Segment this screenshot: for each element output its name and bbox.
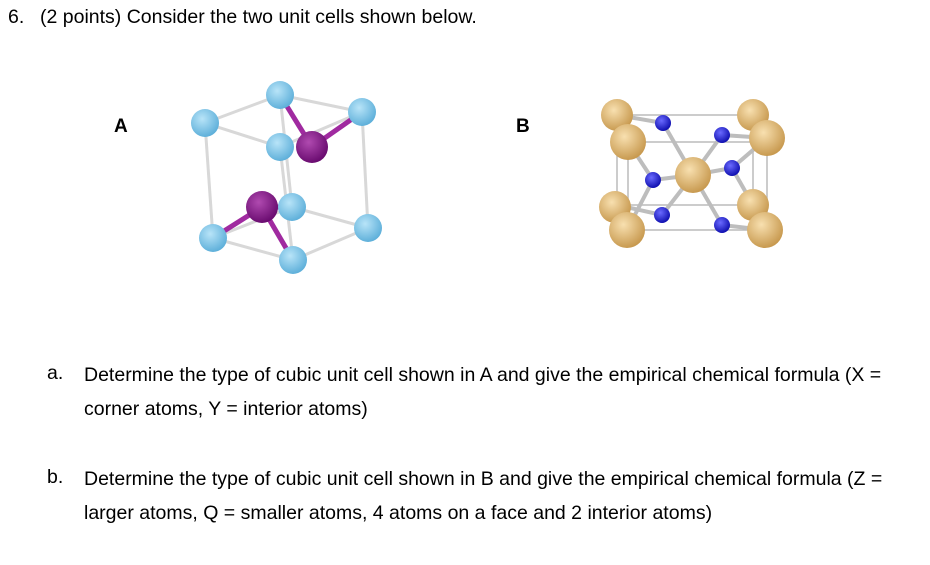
corner-atom bbox=[266, 81, 294, 109]
corner-atom bbox=[354, 214, 382, 242]
corner-atom bbox=[266, 133, 294, 161]
part-b-label: b. bbox=[47, 466, 64, 488]
large-atom bbox=[609, 212, 645, 248]
large-atom bbox=[747, 212, 783, 248]
large-atom bbox=[610, 124, 646, 160]
small-atom bbox=[724, 160, 740, 176]
interior-atom bbox=[246, 191, 278, 223]
question-text: (2 points) Consider the two unit cells s… bbox=[40, 6, 477, 28]
cell-edges-a bbox=[203, 93, 370, 262]
corner-atom bbox=[348, 98, 376, 126]
small-atom bbox=[655, 115, 671, 131]
part-a-text: Determine the type of cubic unit cell sh… bbox=[84, 364, 882, 420]
part-b-text: Determine the type of cubic unit cell sh… bbox=[84, 468, 883, 524]
figure-b-label: B bbox=[516, 116, 530, 137]
large-atom bbox=[749, 120, 785, 156]
unit-cell-a bbox=[191, 81, 382, 274]
small-atom bbox=[645, 172, 661, 188]
large-atom bbox=[675, 157, 711, 193]
corner-atom bbox=[191, 109, 219, 137]
unit-cell-b bbox=[599, 99, 785, 248]
large-atom bbox=[601, 99, 633, 131]
interior-atom bbox=[296, 131, 328, 163]
small-atom bbox=[714, 217, 730, 233]
small-atom bbox=[714, 127, 730, 143]
figure-a-label: A bbox=[114, 116, 128, 137]
small-atom bbox=[654, 207, 670, 223]
part-a-label: a. bbox=[47, 362, 64, 384]
corner-atom bbox=[278, 193, 306, 221]
corner-atom bbox=[279, 246, 307, 274]
question-number: 6. bbox=[8, 6, 25, 28]
corner-atom bbox=[199, 224, 227, 252]
